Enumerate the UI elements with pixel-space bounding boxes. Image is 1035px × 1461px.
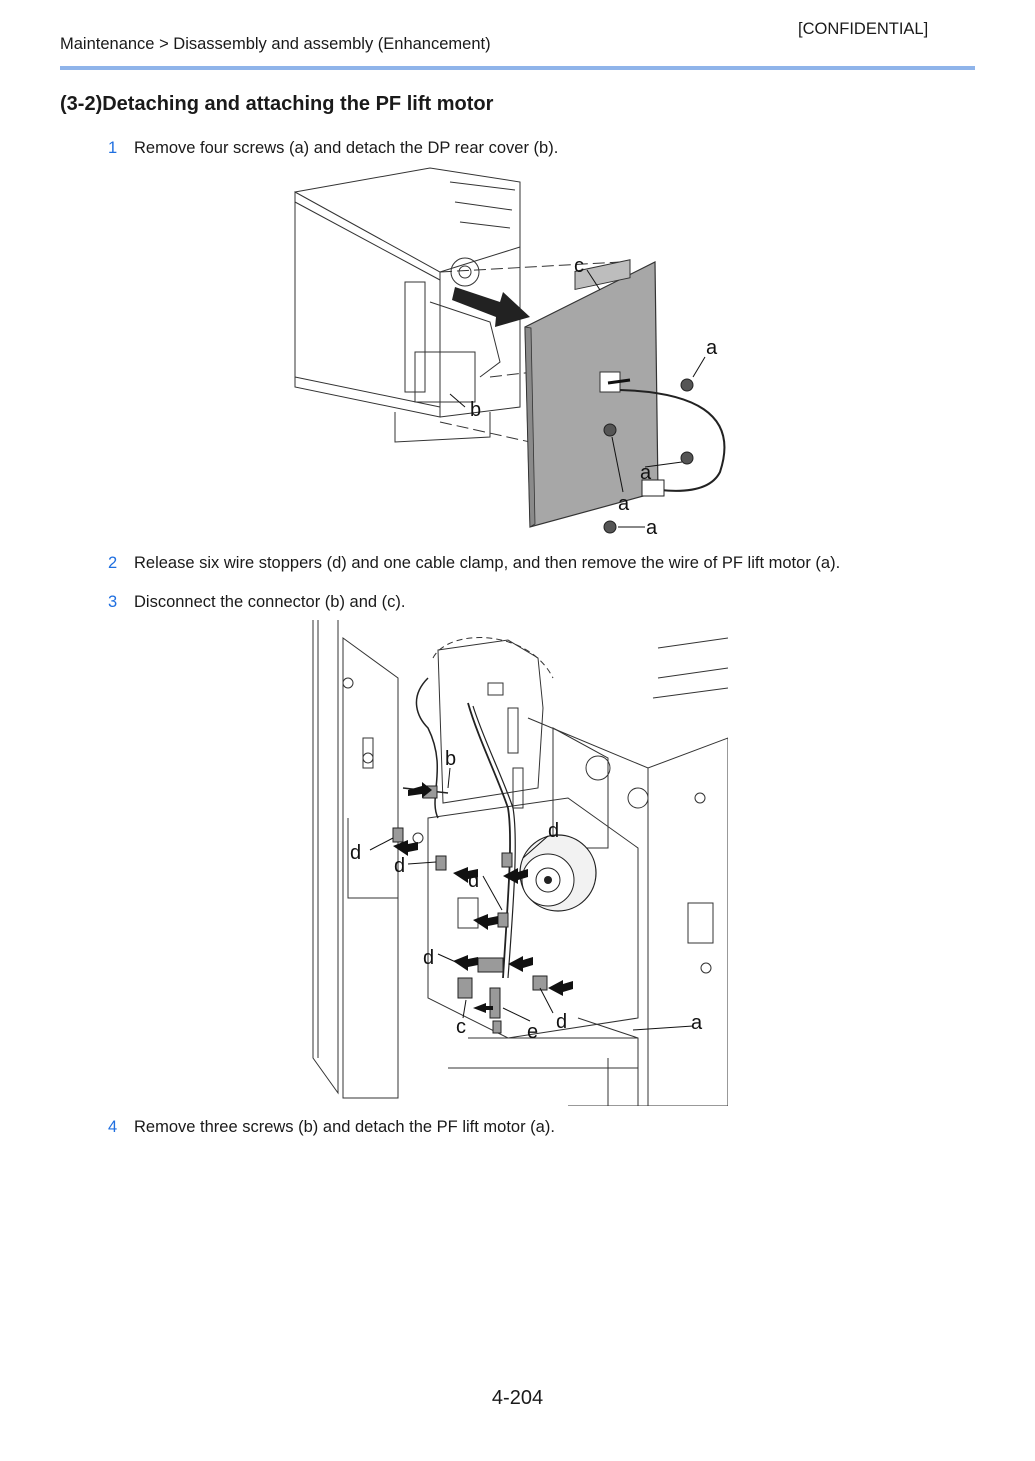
figure-dp-rear-cover: c a b a a a — [294, 167, 726, 539]
step-3-number: 3 — [108, 593, 118, 611]
cover-slot — [574, 259, 631, 291]
wire-stopper-icon — [392, 827, 404, 843]
label-a: a — [646, 517, 658, 539]
arrow-icon — [453, 955, 478, 971]
step-4-text: Remove three screws (b) and detach the P… — [134, 1118, 555, 1136]
wire-stoppers — [392, 785, 548, 1034]
label-d: d — [468, 870, 479, 892]
page-number: 4-204 — [491, 1387, 544, 1409]
arrow-icon — [473, 1003, 493, 1013]
arrow-icon — [548, 980, 573, 996]
label-a: a — [618, 493, 630, 515]
wire-stopper-icon — [497, 912, 509, 928]
label-d: d — [423, 947, 434, 969]
figure-wire-stoppers: b d d d d d d a c e — [312, 620, 728, 1106]
section-title: (3-2)Detaching and attaching the PF lift… — [60, 93, 494, 115]
wire-stopper-icon — [477, 957, 504, 973]
wire-stopper-icon — [435, 855, 447, 871]
breadcrumb: Maintenance > Disassembly and assembly (… — [60, 35, 491, 53]
step-2: 2 Release six wire stoppers (d) and one c… — [108, 554, 840, 573]
label-d: d — [350, 842, 361, 864]
connector-icon — [641, 479, 665, 497]
step-4: 4 Remove three screws (b) and detach the … — [108, 1118, 555, 1137]
screw-icon — [603, 423, 617, 437]
step-3-text: Disconnect the connector (b) and (c). — [134, 593, 406, 611]
cable-clamp-icon — [489, 987, 501, 1019]
connector-icon — [492, 1020, 502, 1034]
label-c: c — [456, 1016, 466, 1038]
pf-lift-motor — [519, 834, 597, 912]
step-3: 3 Disconnect the connector (b) and (c). — [108, 593, 405, 612]
rear-cover-panel — [524, 261, 659, 528]
label-d: d — [548, 820, 559, 842]
label-d: d — [394, 855, 405, 877]
step-4-number: 4 — [108, 1118, 118, 1136]
label-b: b — [445, 748, 456, 770]
wire-stopper-icon — [501, 852, 513, 868]
label-a: a — [691, 1012, 703, 1034]
label-e: e — [527, 1021, 538, 1043]
screw-icon — [603, 520, 617, 534]
label-a: a — [640, 462, 652, 484]
arrow-icon — [473, 914, 498, 930]
label-a: a — [706, 337, 718, 359]
step-2-number: 2 — [108, 554, 118, 572]
step-1-number: 1 — [108, 139, 118, 157]
arrow-icon — [508, 956, 533, 972]
arrow-icon — [503, 868, 528, 884]
wire-stopper-icon — [532, 975, 548, 991]
label-d: d — [556, 1011, 567, 1033]
arrow-icon — [393, 840, 418, 856]
label-b: b — [470, 399, 481, 421]
arrow-icon — [453, 867, 478, 883]
cable — [619, 389, 726, 492]
screws — [603, 378, 694, 534]
arrow-icon — [408, 782, 432, 798]
direction-arrows — [393, 782, 573, 1013]
screw-icon — [680, 451, 694, 465]
step-2-text: Release six wire stoppers (d) and one ca… — [134, 554, 841, 572]
step-1: 1 Remove four screws (a) and detach the D… — [108, 139, 558, 158]
screw-icon — [680, 378, 694, 392]
label-c: c — [574, 255, 584, 277]
confidential-label: [CONFIDENTIAL] — [798, 20, 929, 38]
header-divider — [60, 66, 975, 70]
step-1-text: Remove four screws (a) and detach the DP… — [134, 139, 559, 157]
removal-arrow-icon — [452, 287, 530, 327]
connector-c-icon — [457, 977, 473, 999]
